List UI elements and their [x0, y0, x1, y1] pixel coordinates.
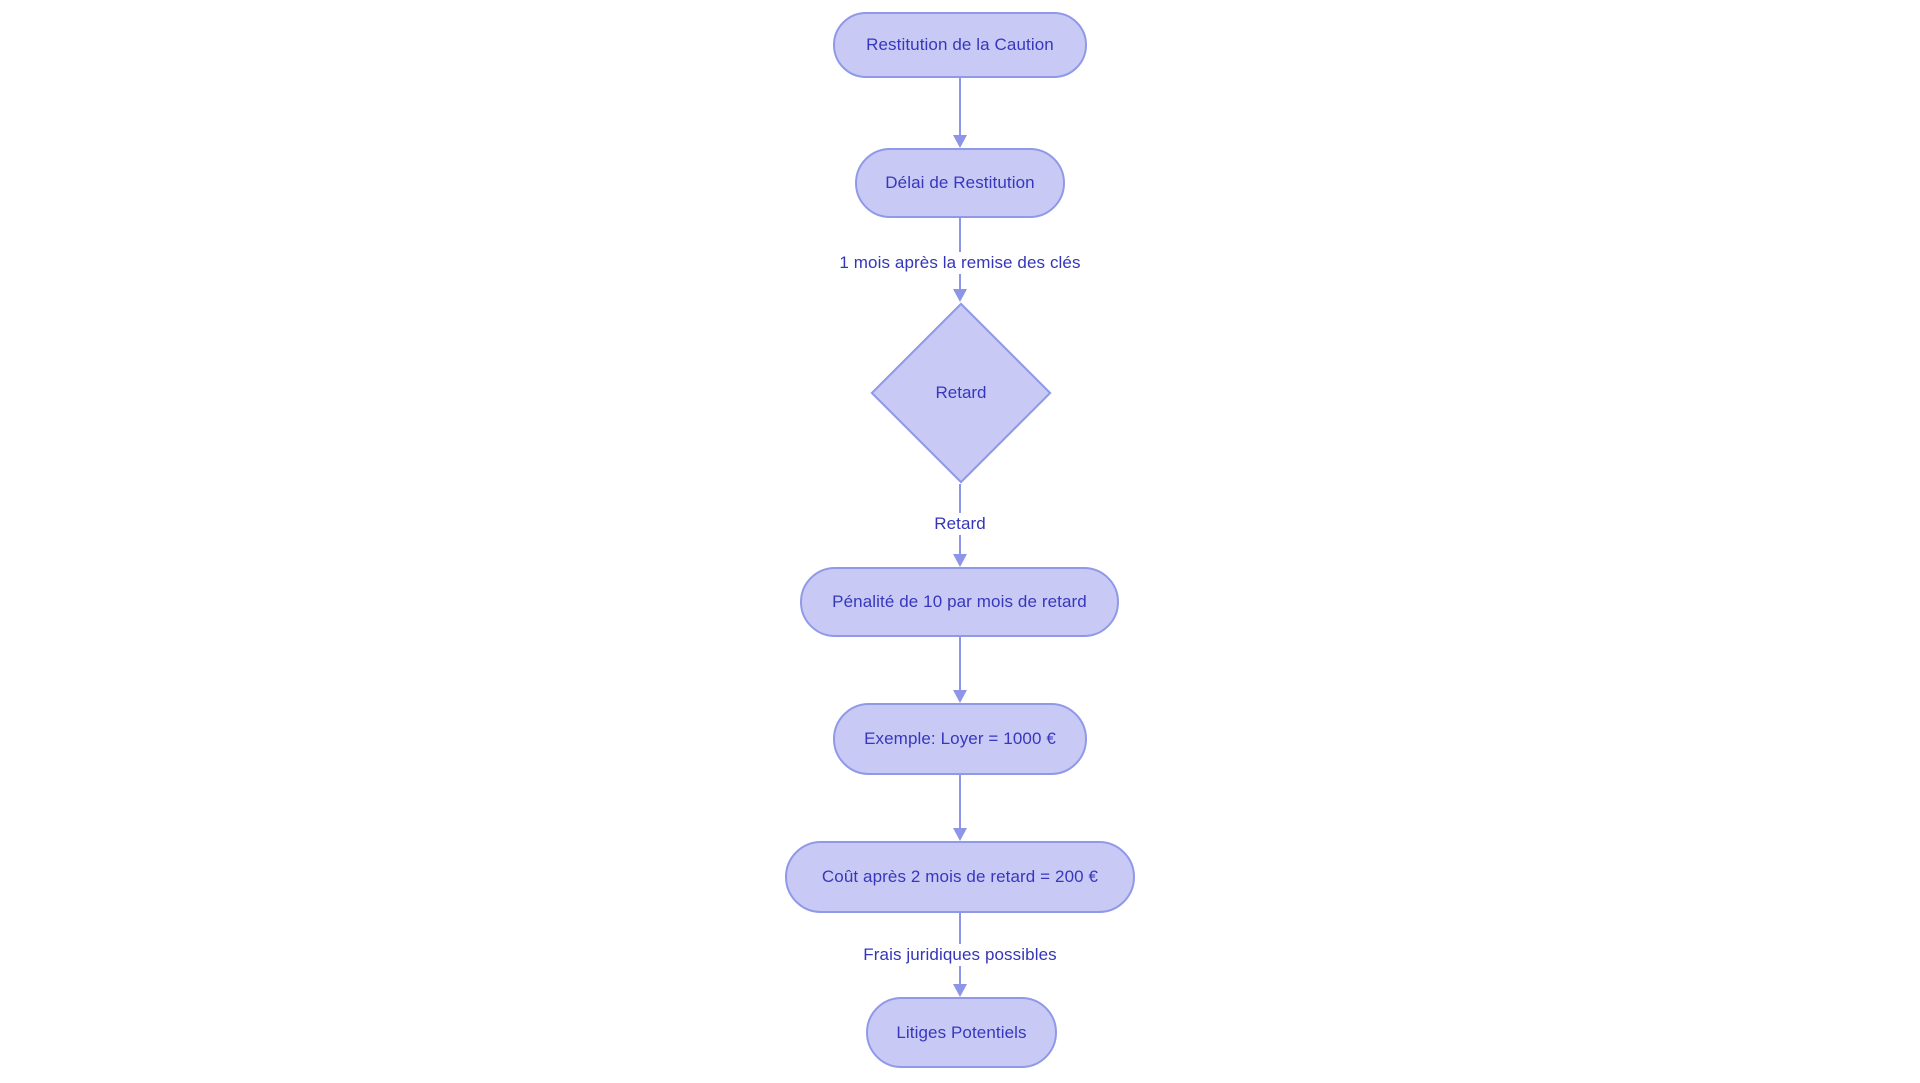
node-delai-de-restitution: Délai de Restitution: [855, 148, 1065, 218]
edge-line-penalite-exemple: [959, 637, 961, 691]
node-label: Pénalité de 10 par mois de retard: [832, 592, 1087, 611]
arrowhead-icon: [953, 690, 967, 703]
arrowhead-icon: [953, 984, 967, 997]
node-label: Coût après 2 mois de retard = 200 €: [821, 867, 1099, 886]
arrowhead-icon: [953, 828, 967, 841]
node-cout-apres-retard: Coût après 2 mois de retard = 200 €: [785, 841, 1135, 913]
node-penalite-par-mois: Pénalité de 10 par mois de retard: [800, 567, 1119, 637]
node-retard-decision: Retard: [870, 302, 1052, 484]
arrowhead-icon: [953, 135, 967, 148]
node-label: Retard: [935, 383, 987, 402]
node-label: Restitution de la Caution: [866, 35, 1054, 54]
edge-line-exemple-cout: [959, 775, 961, 829]
node-label: Délai de Restitution: [885, 173, 1035, 192]
node-exemple-loyer: Exemple: Loyer = 1000 €: [833, 703, 1087, 775]
edge-label-retard-penalite: Retard: [929, 513, 991, 535]
arrowhead-icon: [953, 554, 967, 567]
edge-line-restitution-delai: [959, 78, 961, 136]
node-label: Exemple: Loyer = 1000 €: [864, 729, 1056, 748]
node-restitution-de-la-caution: Restitution de la Caution: [833, 12, 1087, 78]
edge-label-cout-litiges: Frais juridiques possibles: [858, 944, 1062, 966]
node-litiges-potentiels: Litiges Potentiels: [866, 997, 1057, 1068]
edge-label-delai-retard: 1 mois après la remise des clés: [834, 252, 1086, 274]
node-label: Litiges Potentiels: [896, 1022, 1027, 1042]
arrowhead-icon: [953, 289, 967, 302]
